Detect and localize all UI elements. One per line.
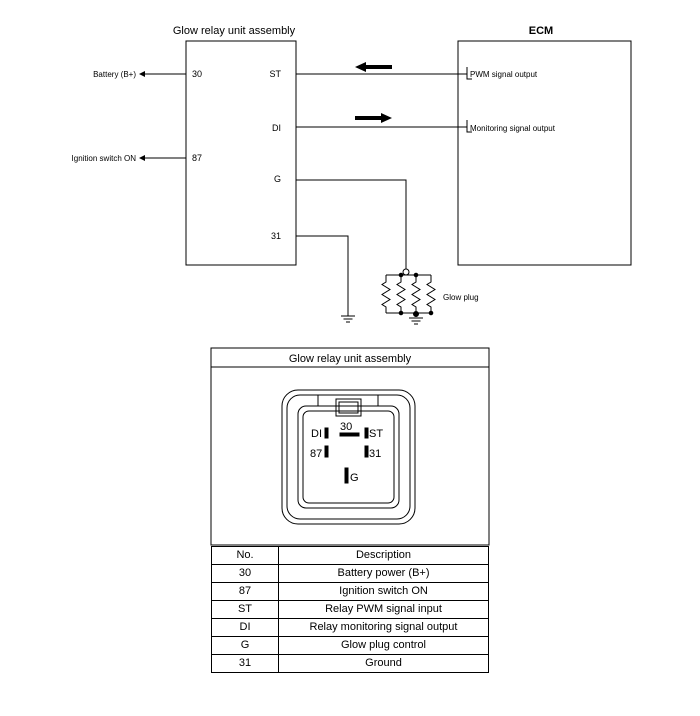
ground-icon <box>341 315 355 323</box>
table-header-row: No. Description <box>211 546 489 565</box>
pwm-signal-label: PWM signal output <box>470 70 538 79</box>
glowplug-resistor-icon <box>381 272 436 325</box>
row-description: Relay PWM signal input <box>278 600 489 619</box>
ecm-title: ECM <box>529 25 553 37</box>
arrow-left-icon <box>355 62 392 72</box>
table-row: 31 Ground <box>211 654 489 673</box>
pin-label-g: G <box>274 174 281 184</box>
connector-title: Glow relay unit assembly <box>289 353 412 365</box>
row-no: G <box>211 636 279 655</box>
table-row: ST Relay PWM signal input <box>211 600 489 619</box>
connector-housing-icon <box>281 389 416 525</box>
pin-description-table: No. Description 30 Battery power (B+) 87… <box>211 546 489 673</box>
connector-pin-di: DI <box>311 428 322 440</box>
arrow-right-icon <box>355 113 392 123</box>
row-no: 30 <box>211 564 279 583</box>
ignition-label: Ignition switch ON <box>72 154 137 163</box>
connector-pin-g: G <box>350 472 359 484</box>
wire-31-ground <box>296 235 349 316</box>
glowplug-node <box>402 268 410 276</box>
ecm-box <box>457 40 632 266</box>
ecm-terminal-pwm <box>466 67 472 80</box>
relay-title: Glow relay unit assembly <box>173 25 296 37</box>
row-description: Ignition switch ON <box>278 582 489 601</box>
row-description: Glow plug control <box>278 636 489 655</box>
connector-pin-30: 30 <box>340 421 352 433</box>
ecm-terminal-monitor <box>466 120 472 133</box>
wire-g-glowplug <box>296 179 407 269</box>
connector-pin-st: ST <box>369 428 383 440</box>
row-no: ST <box>211 600 279 619</box>
relay-box <box>185 40 297 266</box>
pin-label-30: 30 <box>192 69 202 79</box>
pin-label-87: 87 <box>192 153 202 163</box>
connector-panel <box>210 347 490 546</box>
table-row: 87 Ignition switch ON <box>211 582 489 601</box>
row-description: Ground <box>278 654 489 673</box>
table-row: 30 Battery power (B+) <box>211 564 489 583</box>
arrow-ignition-icon <box>139 155 145 161</box>
connector-pin-87: 87 <box>310 448 322 460</box>
table-row: G Glow plug control <box>211 636 489 655</box>
row-description: Battery power (B+) <box>278 564 489 583</box>
pin-label-st: ST <box>269 69 281 79</box>
header-description: Description <box>278 546 489 565</box>
row-no: 87 <box>211 582 279 601</box>
row-description: Relay monitoring signal output <box>278 618 489 637</box>
battery-label: Battery (B+) <box>93 70 136 79</box>
glow-plug-label: Glow plug <box>443 293 479 302</box>
header-no: No. <box>211 546 279 565</box>
pin-label-31: 31 <box>271 231 281 241</box>
connector-pin-31: 31 <box>369 448 381 460</box>
row-no: 31 <box>211 654 279 673</box>
table-row: DI Relay monitoring signal output <box>211 618 489 637</box>
pin-label-di: DI <box>272 123 281 133</box>
arrow-battery-icon <box>139 71 145 77</box>
monitoring-signal-label: Monitoring signal output <box>470 124 556 133</box>
row-no: DI <box>211 618 279 637</box>
